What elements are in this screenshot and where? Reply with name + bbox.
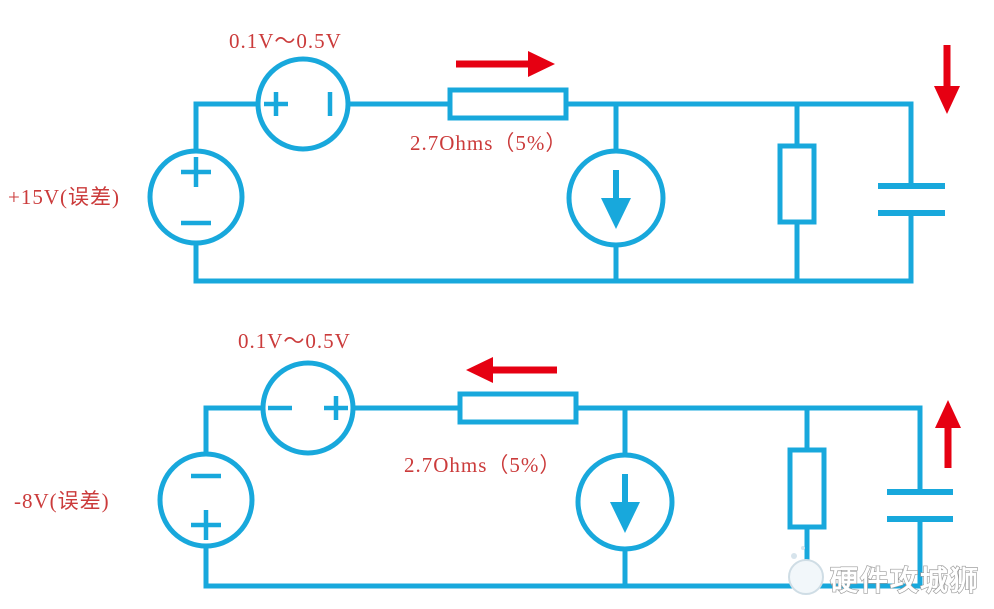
load-resistor [777, 143, 817, 225]
wire-network [203, 405, 923, 589]
load-resistor [787, 447, 827, 530]
voltage-source [147, 148, 245, 246]
current-source-arrow-head [601, 198, 631, 229]
offset-voltage-source [260, 360, 356, 456]
watermark-logo [788, 559, 824, 595]
current-direction-arrow-head [466, 357, 493, 383]
watermark-text: 硬件攻城狮 [830, 564, 980, 596]
capacitor-plates [887, 489, 953, 522]
plus-mark [324, 396, 348, 420]
series-resistor [447, 87, 569, 121]
series-resistor [457, 391, 579, 425]
watermark: 硬件攻城狮 [788, 546, 980, 597]
current-direction-arrow-head [528, 51, 555, 77]
resistor-value-label: 2.7Ohms（5%） [410, 131, 567, 155]
plus-mark [191, 510, 221, 540]
offset-voltage-label: 0.1V～0.5V [238, 329, 351, 353]
source-voltage-label: +15V(误差) [8, 185, 120, 209]
current-source-arrow-head [610, 502, 640, 533]
output-current-arrow-head [935, 400, 961, 428]
wire-network [193, 101, 914, 284]
watermark-logo-dot [791, 553, 797, 559]
plus-mark [264, 92, 288, 116]
top-circuit: 0.1V～0.5V +15V(误差) 2.7Ohms（5%） [8, 29, 960, 284]
capacitor-plates [878, 183, 945, 216]
offset-voltage-label: 0.1V～0.5V [229, 29, 342, 53]
resistor-value-label: 2.7Ohms（5%） [404, 453, 561, 477]
voltage-source [157, 451, 255, 549]
offset-voltage-source [255, 56, 351, 152]
bottom-circuit: 0.1V～0.5V -8V(误差) 2.7Ohms（5%） [14, 329, 961, 589]
plus-mark [181, 157, 211, 187]
output-current-arrow-head [934, 86, 960, 114]
source-voltage-label: -8V(误差) [14, 489, 110, 513]
watermark-logo-dot [801, 546, 805, 550]
